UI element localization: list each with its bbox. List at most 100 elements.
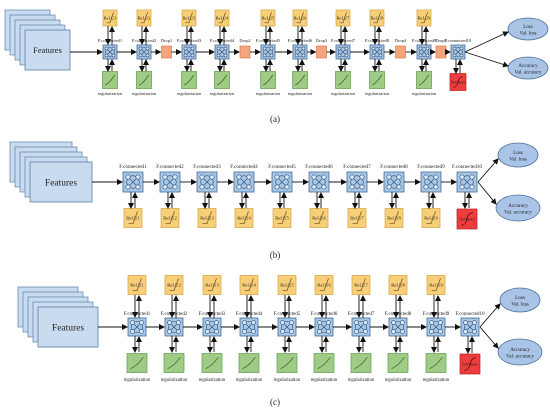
panel-c-fc-block-node	[289, 329, 294, 334]
panel-c-relu: ReLU6	[314, 275, 334, 295]
panel-a-reg-box	[214, 71, 230, 89]
panel-b-fc-block-node	[125, 174, 131, 180]
panel-c-relu-label: ReLU1	[130, 283, 144, 288]
panel-a-reg-box	[292, 71, 308, 89]
panel-a-fc-block-node	[183, 46, 188, 51]
panel-c-reg-box	[163, 353, 185, 373]
panel-b-fc-block	[456, 171, 478, 193]
panel-c-relu-label: ReLU7	[354, 283, 368, 288]
panel-b-softmax: Softmax	[456, 208, 478, 230]
panel-a-fc-block-node	[425, 46, 430, 51]
panel-a-arrow-accuracy	[464, 51, 509, 68]
panel-a-fc-block-node	[418, 46, 423, 51]
panel-a-fc-label: F.connected9	[412, 38, 437, 43]
panel-c-reg	[387, 353, 409, 373]
panel-b-fc-label: F.connected1	[119, 164, 147, 170]
panel-c-output-accuracy-ellipse	[497, 338, 543, 366]
panel-b-relu: ReLU7	[347, 208, 367, 228]
panel-b-fc-label: F.connected5	[268, 164, 296, 170]
panel-a-reg-curve	[184, 74, 195, 86]
panel-c-fc-block-node	[463, 329, 468, 334]
panel-a-reg	[181, 71, 197, 89]
panel-b-output-accuracy-line2: Val. accuracy	[504, 210, 532, 216]
panel-b-fc-label: F.connected7	[343, 164, 371, 170]
panel-a-fc-block	[260, 44, 276, 60]
panel-a-fc-block-node	[337, 46, 342, 51]
panel-a-reg-label: regularization	[331, 91, 356, 96]
panel-c-fc-block-node	[438, 329, 443, 334]
panel-c-relu: ReLU7	[351, 275, 371, 295]
panel-a-relu: ReLU3	[181, 9, 197, 27]
panel-c-fc-label: F.connected1	[124, 312, 151, 317]
panel-c-fc-block-node	[251, 320, 256, 325]
panel-a-fc-block-node	[378, 53, 383, 58]
panel-a-arrow-loss	[464, 31, 509, 53]
panel-a-fc-block-node	[183, 53, 188, 58]
panel-a-relu: ReLU7	[335, 9, 351, 27]
panel-b-relu: ReLU1	[123, 208, 143, 228]
panel-c-softmax-label: Softmax	[462, 362, 478, 367]
panel-c-relu-box	[164, 275, 184, 295]
panel-a-reg	[369, 71, 385, 89]
panel-a-fc-block-node	[459, 46, 464, 51]
panel-c-fc-block-node	[363, 320, 368, 325]
panel-a-output-loss-line1: Loss	[523, 25, 533, 30]
panel-a-output-accuracy-line2: Val. accuracy	[515, 71, 542, 76]
panel-a-relu: ReLU5	[260, 9, 276, 27]
panel-c-reg-label: regularization	[161, 378, 188, 383]
panel-a-relu-curve	[373, 12, 381, 24]
panel-a-reg-box	[369, 71, 385, 89]
panel-b-fc-block	[271, 171, 293, 193]
panel-c-fc-block-node	[139, 320, 144, 325]
panel-b-fc-block-node	[135, 184, 141, 190]
panel-b-fc-block	[346, 171, 368, 193]
panel-c-fc-block-node	[242, 329, 247, 334]
panel-c-relu-label: ReLU4	[242, 283, 256, 288]
panel-c-relu-label: ReLU2	[167, 283, 181, 288]
panel-c-reg-box	[201, 353, 223, 373]
panel-c-reg	[425, 353, 447, 373]
panel-c-reg-label: regularization	[385, 378, 412, 383]
panel-b-fc-block-node	[274, 184, 280, 190]
panel-a-reg	[260, 71, 276, 89]
panel-c-relu: ReLU9	[426, 275, 446, 295]
panel-c-relu-curve	[431, 278, 441, 292]
panel-a-relu-curve	[106, 12, 114, 24]
panel-a-relu-curve	[140, 12, 148, 24]
panel-c-output-loss-line1: Loss	[515, 295, 525, 301]
panel-a-fc-block-node	[190, 46, 195, 51]
panel-a-dropout	[395, 45, 406, 59]
panel-a-reg-label: regularization	[365, 91, 390, 96]
panel-a-fc-block-node	[216, 53, 221, 58]
panel-c-fc-block-node	[176, 320, 181, 325]
panel-a-reg-box	[335, 71, 351, 89]
panel-c-relu-label: ReLU3	[205, 283, 219, 288]
panel-b-fc-block	[383, 171, 405, 193]
panel-c-relu: ReLU3	[202, 275, 222, 295]
panel-b-output-loss-ellipse	[497, 142, 539, 168]
panel-c-fc-block-node	[354, 320, 359, 325]
panel-c-softmax-curve	[463, 357, 477, 371]
panel-b-fc-block-node	[469, 184, 475, 190]
panel-a-drop-label: Drop1	[161, 38, 172, 43]
panel-b-fc-label: F.connected2	[156, 164, 184, 170]
panel-c-reg-box	[126, 353, 148, 373]
panel-c-fc-block-node	[289, 320, 294, 325]
panel-a-reg-box	[416, 71, 432, 89]
panel-a-fc-block-node	[418, 53, 423, 58]
panel-b-fc-block-node	[469, 174, 475, 180]
panel-b-fc-block	[196, 171, 218, 193]
panel-a-reg-curve	[263, 74, 274, 86]
panel-c-relu-curve	[319, 278, 329, 292]
panel-c-fc-label: F.connected9	[423, 312, 450, 317]
panel-c-fc-block	[239, 317, 259, 337]
panel-c-reg-curve	[130, 357, 144, 370]
panel-a-output-accuracy-line1: Accuracy	[518, 64, 538, 69]
panel-c-reg-label: regularization	[311, 378, 338, 383]
panel-c-fc-block-node	[317, 320, 322, 325]
panel-b-fc-block-node	[274, 174, 280, 180]
panel-a-fc-block-node	[111, 46, 116, 51]
panel-c-relu-box	[202, 275, 222, 295]
panel-b-arrow-loss	[477, 158, 499, 183]
